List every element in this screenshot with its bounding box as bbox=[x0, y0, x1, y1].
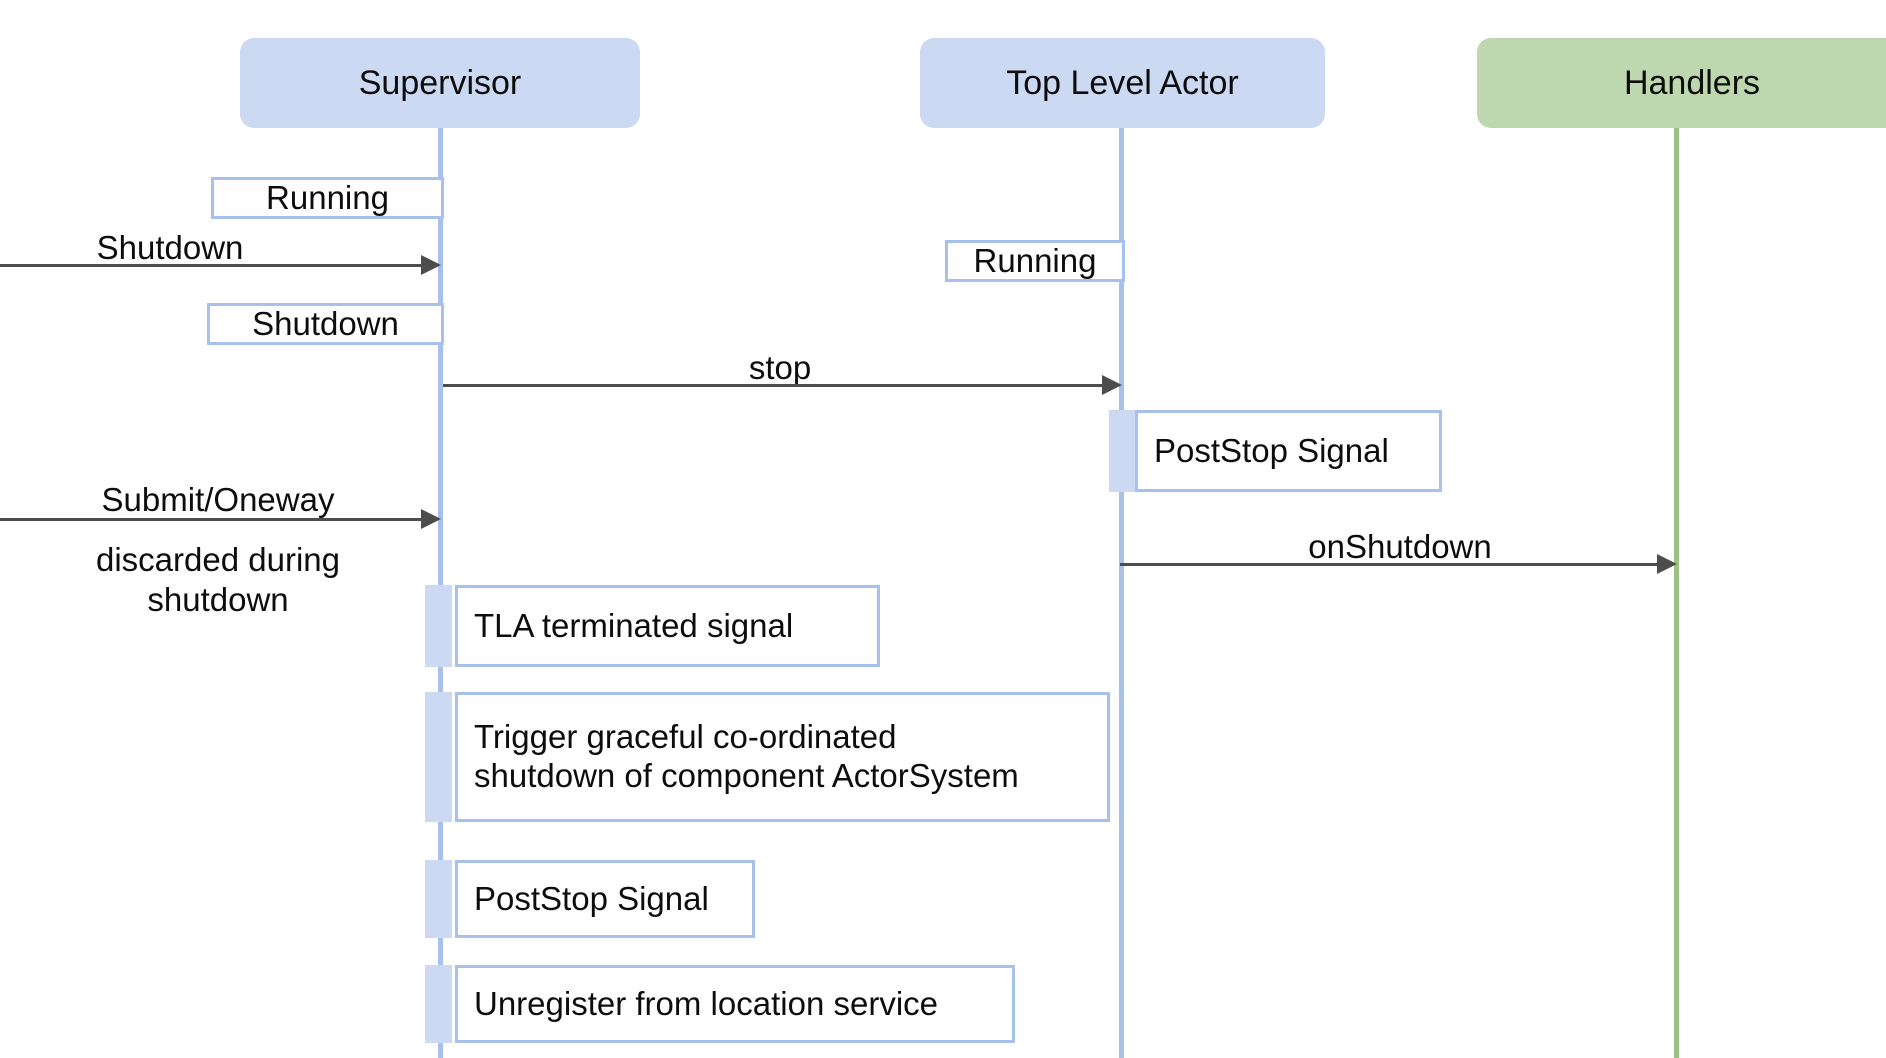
participant-top-level-actor-label: Top Level Actor bbox=[1006, 64, 1239, 102]
participant-supervisor-label: Supervisor bbox=[358, 64, 522, 102]
note-text: PostStop Signal bbox=[1154, 431, 1389, 469]
participant-supervisor[interactable]: Supervisor bbox=[240, 38, 640, 128]
message-label-stop: stop bbox=[748, 349, 812, 386]
note-text: Running bbox=[266, 178, 389, 216]
note-top-level-actor-poststop-signal[interactable]: PostStop Signal bbox=[1135, 410, 1442, 492]
message-sublabel-discarded-during-shutdown: discarded during shutdown bbox=[96, 541, 340, 618]
message-line-stop bbox=[443, 384, 1102, 387]
note-supervisor-unregister-location-service[interactable]: Unregister from location service bbox=[455, 965, 1015, 1043]
message-label-submit-oneway: Submit/Oneway bbox=[101, 481, 335, 518]
note-top-level-actor-running[interactable]: Running bbox=[945, 240, 1125, 282]
message-arrowhead-shutdown bbox=[421, 255, 441, 275]
message-line-submit-oneway bbox=[0, 518, 421, 521]
message-label-shutdown: Shutdown bbox=[96, 229, 244, 266]
message-arrowhead-stop bbox=[1102, 375, 1122, 395]
message-arrowhead-submit-oneway bbox=[421, 509, 441, 529]
note-supervisor-graceful-shutdown[interactable]: Trigger graceful co-ordinated shutdown o… bbox=[455, 692, 1110, 822]
participant-handlers-label: Handlers bbox=[1623, 64, 1761, 102]
participant-handlers[interactable]: Handlers bbox=[1477, 38, 1886, 128]
activation-bar-supervisor-graceful bbox=[425, 692, 452, 822]
activation-bar-supervisor-poststop bbox=[425, 860, 452, 938]
note-text: Trigger graceful co-ordinated shutdown o… bbox=[474, 718, 1019, 794]
lifeline-handlers bbox=[1674, 128, 1679, 1058]
note-text: Shutdown bbox=[252, 304, 399, 342]
note-supervisor-poststop-signal[interactable]: PostStop Signal bbox=[455, 860, 755, 938]
activation-bar-supervisor-unregister bbox=[425, 965, 452, 1043]
note-text: TLA terminated signal bbox=[474, 606, 794, 644]
note-supervisor-running[interactable]: Running bbox=[211, 177, 444, 219]
message-label-onshutdown: onShutdown bbox=[1308, 528, 1492, 565]
message-line-onshutdown bbox=[1120, 563, 1657, 566]
note-text: Unregister from location service bbox=[474, 984, 938, 1022]
note-text: Running bbox=[973, 241, 1097, 279]
activation-bar-supervisor-terminated bbox=[425, 585, 452, 667]
note-text: PostStop Signal bbox=[474, 879, 709, 917]
participant-top-level-actor[interactable]: Top Level Actor bbox=[920, 38, 1325, 128]
note-supervisor-tla-terminated-signal[interactable]: TLA terminated signal bbox=[455, 585, 880, 667]
lifeline-top-level-actor bbox=[1119, 128, 1124, 1058]
message-line-shutdown bbox=[0, 264, 421, 267]
note-supervisor-shutdown[interactable]: Shutdown bbox=[207, 303, 444, 345]
activation-bar-tla-poststop bbox=[1109, 410, 1136, 492]
message-arrowhead-onshutdown bbox=[1657, 554, 1677, 574]
